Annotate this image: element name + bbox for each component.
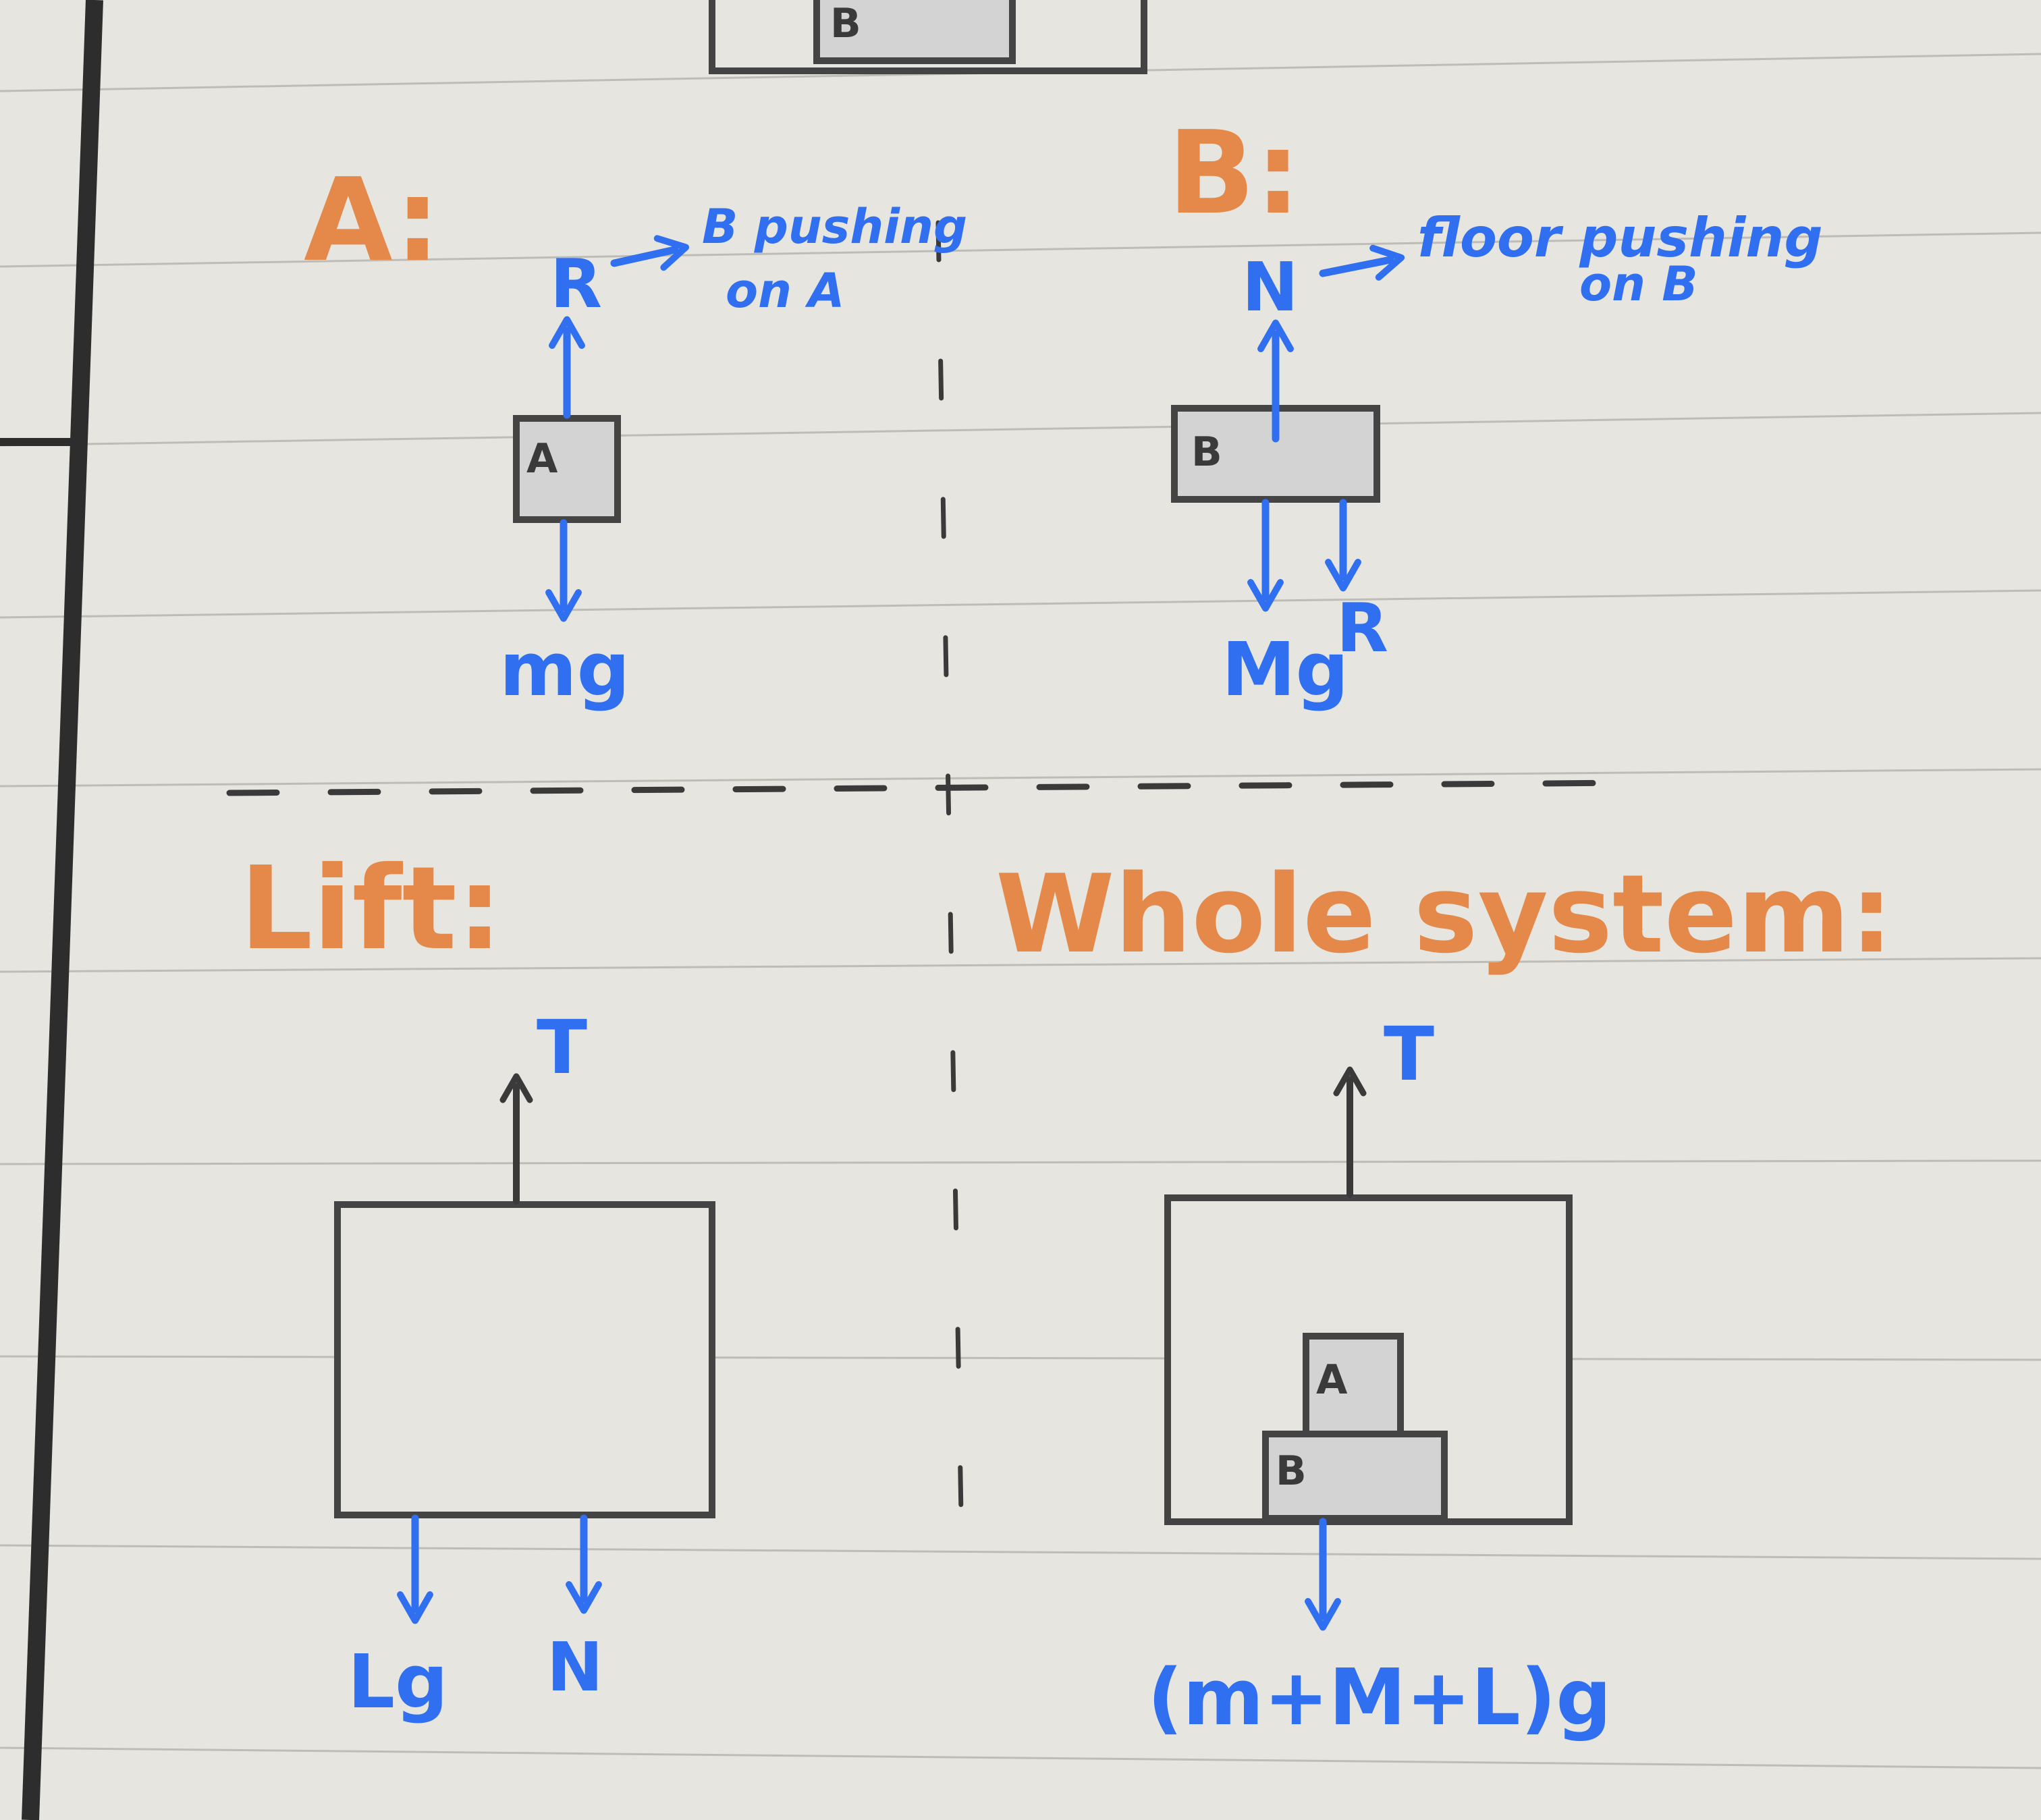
vertical-divider — [935, 220, 964, 1555]
note-arrow-a — [610, 235, 690, 271]
force-label-r-b: R — [1336, 588, 1388, 667]
top-partial-box: B — [709, 0, 1147, 74]
lift-box — [334, 1201, 715, 1518]
system-block-a-label: A — [1316, 1356, 1348, 1404]
block-b-label: B — [1191, 429, 1222, 476]
panel-b-title: B: — [1168, 107, 1301, 240]
page-margin — [0, 0, 103, 1820]
panel-lift-title: Lift: — [240, 842, 503, 976]
force-label-mg: mg — [499, 626, 630, 713]
system-block-b — [1262, 1431, 1448, 1522]
force-label-t-system: T — [1384, 1011, 1434, 1097]
panel-system-title: Whole system: — [996, 851, 1893, 977]
force-label-n-lift: N — [547, 1628, 603, 1707]
force-label-lg: Lg — [348, 1638, 448, 1725]
force-label-n: N — [1242, 248, 1299, 327]
panel-whole-system: Whole system: A B T (m+M+L)g — [996, 851, 1893, 1743]
panel-a-title: A: — [304, 154, 441, 287]
force-label-mg-b: Mg — [1222, 626, 1349, 713]
note-b-line1: floor pushing — [1417, 206, 1823, 269]
force-label-total-weight: (m+M+L)g — [1147, 1653, 1612, 1743]
force-label-t-lift: T — [537, 1004, 587, 1091]
top-box-label: B — [830, 0, 861, 47]
panel-lift: Lift: T Lg N — [240, 842, 715, 1725]
ruled-lines — [0, 53, 2041, 1769]
system-block-a — [1303, 1333, 1404, 1437]
note-a-line1: B pushing — [702, 199, 967, 254]
force-label-r: R — [550, 244, 602, 323]
block-a-label: A — [526, 435, 558, 482]
note-arrow-b — [1319, 244, 1405, 281]
note-a-line2: on A — [726, 263, 844, 319]
note-b-line2: on B — [1579, 256, 1698, 312]
panel-a: A: A R mg B pushing on A — [304, 154, 967, 713]
horizontal-divider — [226, 779, 1637, 796]
panel-b: B: B N Mg R floor pushing on B — [1168, 107, 1823, 713]
system-block-b-label: B — [1276, 1447, 1307, 1495]
